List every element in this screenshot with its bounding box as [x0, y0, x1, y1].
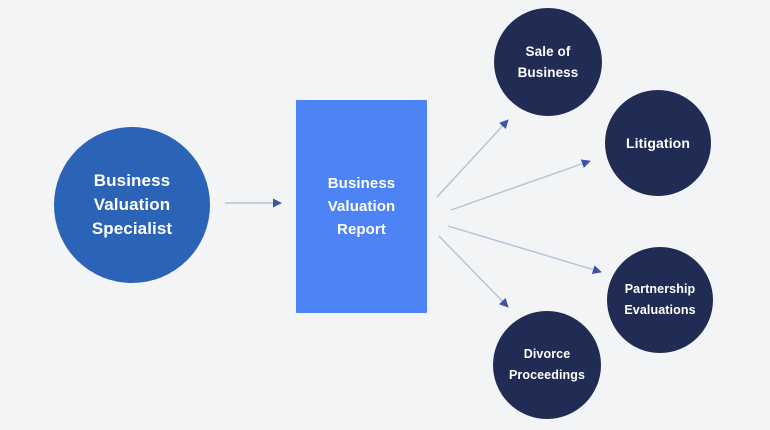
node-label: Partnership Evaluations: [624, 282, 696, 317]
node-label: Business Valuation Report: [327, 175, 396, 238]
arrow-report-to-litigation: [450, 159, 591, 211]
arrow-report-to-divorce-proceedings: [438, 235, 509, 308]
node-litigation: Litigation: [605, 90, 711, 196]
node-divorce-proceedings: Divorce Proceedings: [493, 311, 601, 419]
node-partnership-evaluations: Partnership Evaluations: [607, 247, 713, 353]
node-label: Divorce Proceedings: [508, 347, 586, 382]
node-business-valuation-report: Business Valuation Report: [296, 100, 427, 313]
arrow-report-to-sale-of-business: [436, 119, 509, 198]
node-sale-of-business: Sale of Business: [494, 8, 602, 116]
node-label: Sale of Business: [517, 44, 579, 80]
node-label: Business Valuation Specialist: [91, 171, 173, 238]
arrow-report-to-partnership-evaluations: [447, 225, 602, 274]
node-business-valuation-specialist: Business Valuation Specialist: [54, 127, 210, 283]
node-label: Litigation: [626, 134, 690, 151]
